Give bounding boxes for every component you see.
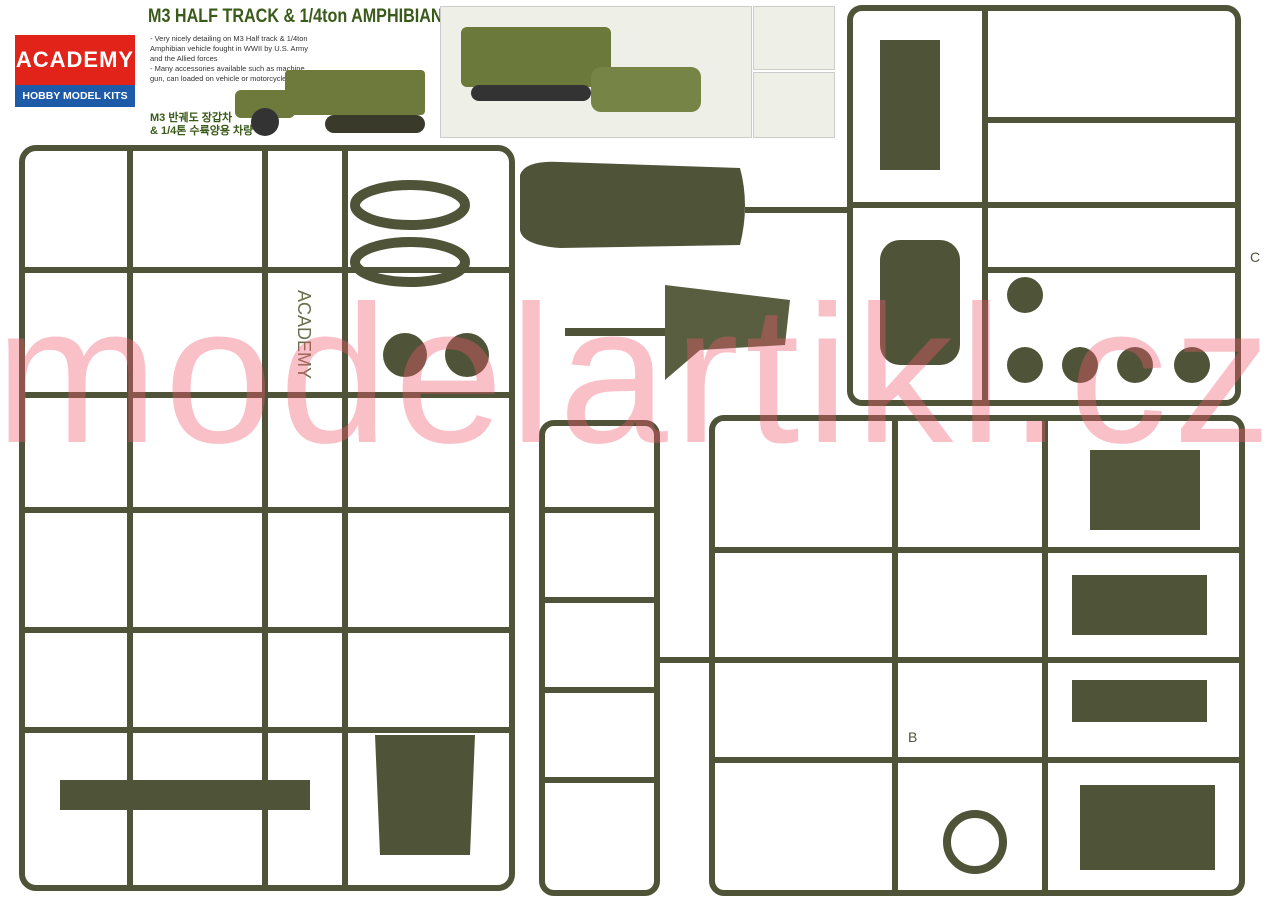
floor-panel	[1080, 785, 1215, 870]
kit-title: M3 HALF TRACK & 1/4ton AMPHIBIAN VEHICLE	[148, 6, 518, 27]
track	[350, 237, 470, 287]
wheel	[445, 333, 489, 377]
seat-part	[1090, 450, 1200, 530]
hull-panel	[880, 240, 960, 365]
description-line: - Many accessories available such as mac…	[150, 64, 305, 83]
academy-logo: ACADEMY HOBBY MODEL KITS	[15, 35, 135, 109]
wheel	[383, 333, 427, 377]
sprue-a-frame	[19, 145, 515, 891]
sprue-b-letter: B	[908, 729, 917, 745]
gun-ring	[943, 810, 1007, 874]
brand-subtitle: HOBBY MODEL KITS	[15, 85, 135, 107]
box-art-photo-detail	[753, 72, 835, 138]
axle-part	[565, 328, 665, 336]
box-art-photo-detail	[753, 6, 835, 70]
sprue-b-frame	[709, 415, 1245, 896]
description-line: - Very nicely detailing on M3 Half track…	[150, 34, 308, 63]
side-panel	[1072, 575, 1207, 635]
sprue-c-frame	[745, 5, 1241, 406]
half-track-illustration	[235, 70, 425, 136]
hull-panel	[880, 40, 940, 170]
sprue-c-letter: C	[1250, 249, 1260, 265]
side-panel	[1072, 680, 1207, 722]
hull-part	[665, 285, 790, 380]
model-parts	[60, 40, 1215, 874]
chassis	[60, 780, 310, 810]
korean-title-line: & 1/4톤 수륙양용 차량	[150, 125, 254, 137]
track	[350, 180, 470, 230]
box-art-photo-main	[440, 6, 752, 138]
sprue-brand-lettering: ACADEMY	[294, 290, 314, 379]
korean-title-line: M3 반궤도 장갑차	[150, 112, 233, 124]
body-tub	[375, 735, 475, 855]
sprue-narrow-frame	[539, 420, 712, 896]
brand-name: ACADEMY	[15, 35, 135, 85]
korean-title: M3 반궤도 장갑차 & 1/4톤 수륙양용 차량	[150, 112, 253, 138]
amphibian-hull	[520, 161, 745, 248]
kit-description: - Very nicely detailing on M3 Half track…	[150, 34, 310, 84]
